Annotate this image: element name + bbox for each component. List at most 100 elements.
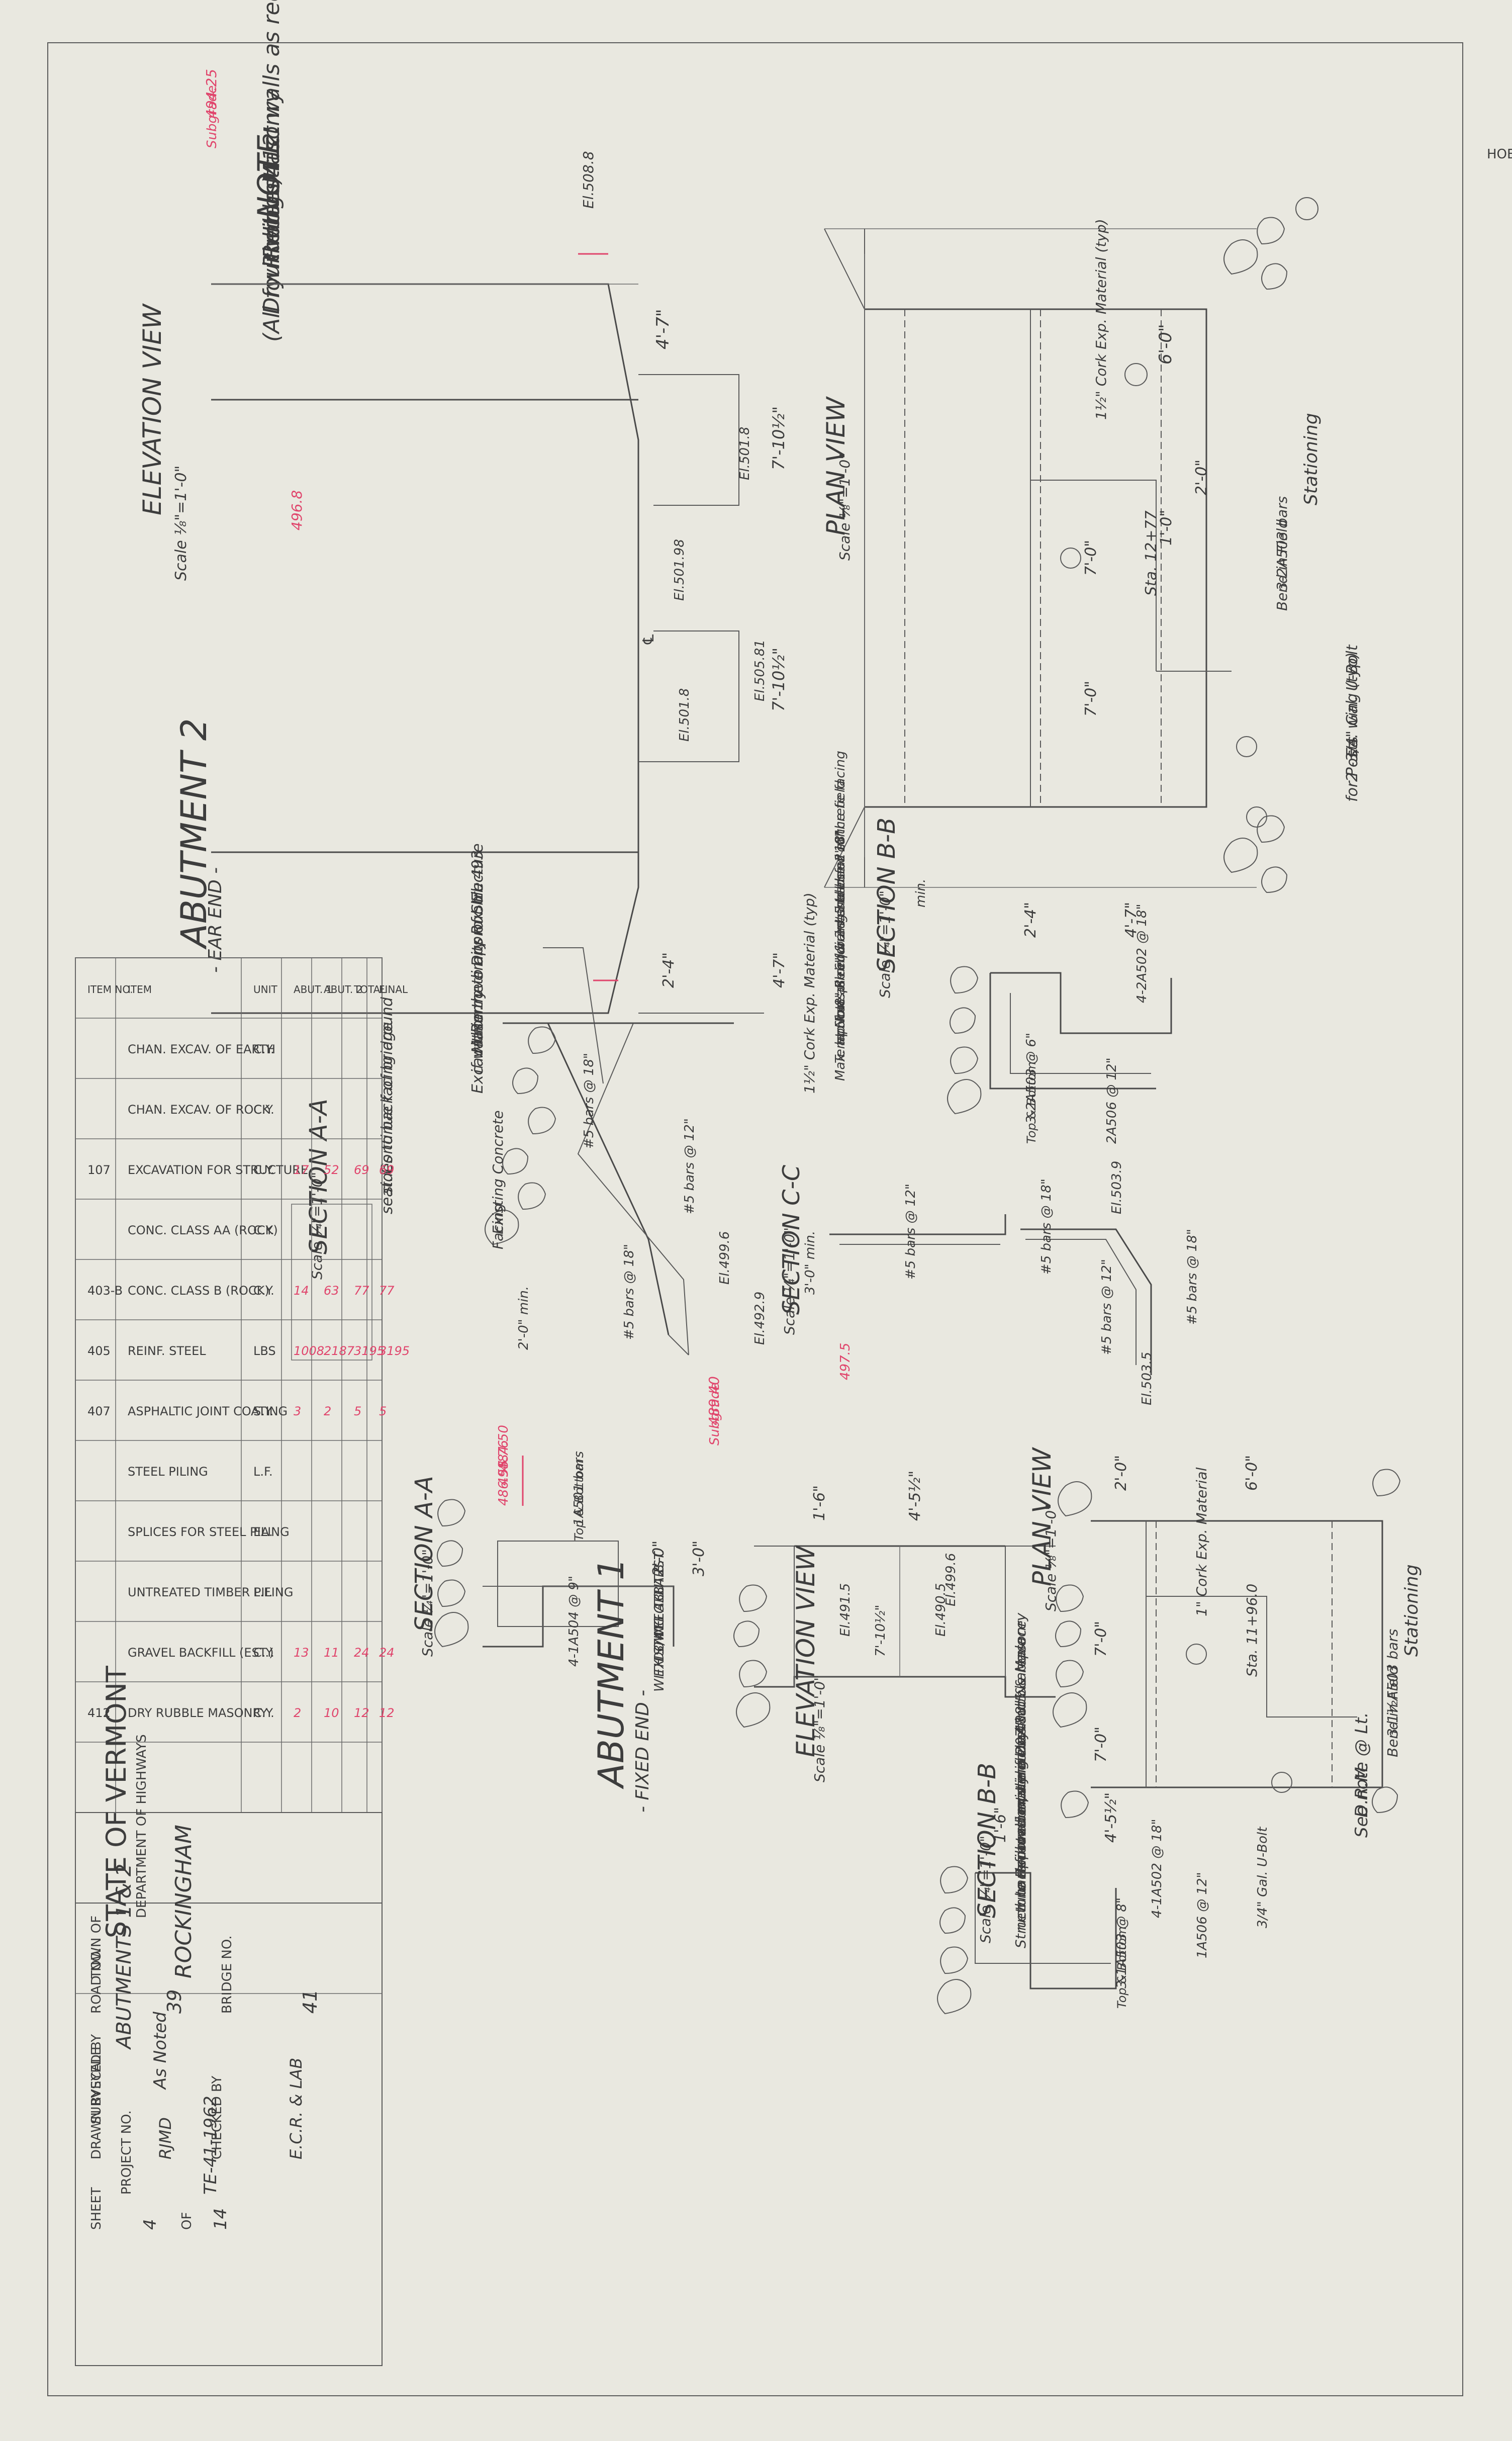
table-cell: 12 [379, 1706, 395, 1720]
red-elev-7: 498.76 [496, 1440, 511, 1486]
main-note-line-2: Reconstruct walls as req'd. [259, 0, 285, 259]
seccc-dim: 3'-0" min. [803, 1231, 818, 1295]
red-subgrade-2: Subgrade [707, 1383, 722, 1445]
plan1-title: PLAN VIEW [1027, 1447, 1057, 1586]
seccc-bar2: #5 bars @ 18" [1039, 1179, 1054, 1275]
el-elev2-1: El.501.8 [737, 427, 752, 480]
secbb2-title: SECTION B-B [873, 818, 901, 973]
abut1-title: ABUTMENT 1 [591, 1558, 632, 1789]
red-elev-2: 496.8 [289, 490, 305, 530]
elev1-scale: Scale ⅛"=1'-0" [811, 1675, 828, 1782]
section-bb-abut1: 1'-6" 4'-5½" 4-1A502 @ 18" 3-1A503 @ 8" … [937, 1763, 1270, 2015]
remove-left-3: if within the limits of Structure [469, 843, 487, 1073]
elevation-view-abut2: 4'-7" 7'-10½" 7'-10½" El.501.8 El.501.98… [138, 69, 928, 1014]
secaa2-el: El.499.6 [717, 1231, 732, 1285]
drm-note-1: D.R.M. [1352, 1761, 1372, 1818]
table-cell: C.Y. [253, 1284, 274, 1298]
table-cell: S.Y. [253, 1404, 273, 1418]
secbb1-dim-1-6: 1'-6" [992, 1807, 1009, 1843]
main-note-line-1: NOTE: [251, 125, 287, 219]
abut1-sub: - FIXED END - [632, 1690, 653, 1813]
table-cell: 403-B [87, 1284, 123, 1298]
table-cell: 2 [324, 1404, 331, 1418]
table-cell: REINF. STEEL [128, 1344, 206, 1358]
table-cell: ASPHALTIC JOINT COATING [128, 1404, 288, 1418]
table-cell: 77 [354, 1284, 369, 1298]
table-header-cell: TOTAL [353, 983, 386, 996]
secbb1-scale: Scale ¼"=1'-0" [977, 1836, 994, 1943]
secbb1-title: SECTION B-B [973, 1763, 1001, 1918]
table-cell: EA. [253, 1525, 273, 1539]
table-cell: 63 [324, 1284, 339, 1298]
table-header-cell: ABUT. 2 [324, 983, 362, 996]
secaa1-dim-3-0: 3'-0" [690, 1541, 708, 1576]
plan-view-abut1: 2'-0" 6'-0" 7'-0" 7'-0" 1" Cork Exp. Mat… [1012, 1447, 1422, 1948]
table-cell: 69 [354, 1163, 369, 1177]
table-cell: 11 [324, 1646, 339, 1660]
table-cell: L.F. [253, 1465, 273, 1479]
plan2-scale: Scale ⅛"=1'-0" [836, 453, 853, 561]
tb-sheet: 4 [140, 2219, 160, 2230]
red-elev-5: 497.5 [838, 1343, 853, 1380]
plan2-dim-2-0: 2'-0" [1193, 460, 1210, 495]
tb-drawn: RJMD [156, 2117, 175, 2159]
section-aa-abut1: 1A501 bars Top & Bottom 4-1A504 @ 9" 3'-… [410, 1425, 708, 1667]
secaa2-min: 2'-0" min. [516, 1286, 531, 1350]
main-note: NOTE: Reconstruct walls as req'd. with I… [251, 0, 287, 342]
plan1-stationing: Stationing [1401, 1564, 1422, 1657]
dowel-right-1: DOWEL TO A.B.T. [652, 1549, 667, 1662]
table-cell: 3195 [379, 1344, 410, 1358]
plan2-title: PLAN VIEW [821, 396, 850, 535]
plan2-sta: Sta. 12+77 [1143, 510, 1160, 596]
plan1-dim-7-0-a: 7'-0" [1092, 1621, 1110, 1657]
table-cell: 412 [87, 1706, 111, 1720]
tb-project-label: PROJECT NO. [119, 2110, 134, 2195]
tb-scale-label: SCALE [89, 2047, 104, 2089]
table-header-cell: ITEM NO. [87, 983, 133, 996]
margin-note: HOE [1487, 147, 1512, 162]
secbb2-dim-2-4: 2'-4" [1022, 902, 1040, 938]
red-subgrade-1: Subgrade [205, 85, 220, 148]
plan2-bend-2: Bend in Field [1274, 519, 1290, 611]
el-508: El.508.8 [580, 151, 597, 209]
secaa2-bar2: #5 bars @ 18" [582, 1053, 597, 1149]
secbb2-bar3: 3-2A503 @ 6" [1024, 1033, 1039, 1124]
dowel-right-2: EXISTING ABUT. [652, 1573, 667, 1677]
secbb2-dim-4-7: 4'-7" [1122, 902, 1140, 938]
plan2-cork: 1½" Cork Exp. Material (typ) [1093, 219, 1109, 420]
continue-facing-3: seat. [379, 1177, 396, 1214]
table-cell: C.Y. [253, 1042, 274, 1056]
secaa2-dim-2-4: 2'-4" [660, 952, 678, 988]
drm-note-2: See note @ Lt. [1352, 1712, 1372, 1838]
remove-right-3: thru removed material behind & above [1012, 1638, 1029, 1913]
table-cell: 405 [87, 1344, 111, 1358]
seccc-bar1: #5 bars @ 12" [903, 1184, 918, 1280]
red-elev-8: 486.55 [496, 1460, 511, 1506]
section-cc: #5 bars @ 12" #5 bars @ 18" #5 bars @ 12… [778, 1161, 1200, 1405]
plan1-sta: Sta. 11+96.0 [1244, 1584, 1260, 1677]
dim-7-10-elev2-a: 7'-10½" [769, 406, 788, 470]
seccc-scale: Scale ¼"=1'-0" [781, 1227, 798, 1335]
secaa1-bar1: 1A501 bars [572, 1451, 587, 1526]
secaa1-topbot: Top & Bottom [572, 1459, 586, 1541]
table-cell: 2187 [324, 1344, 355, 1358]
elev2-centerline: ℄ [640, 632, 657, 646]
bolt-note-1: 3/4" Gal. U-Bolt [1344, 644, 1361, 762]
table-header-cell: ABUT. 1 [294, 983, 332, 996]
seccc-bar4: #5 bars @ 18" [1185, 1229, 1200, 1325]
tb-of: 14 [211, 2208, 231, 2230]
secaa2-scale: Scale ¼"=1'-0" [309, 1172, 325, 1280]
secaa1-bar2: 4-1A504 @ 9" [566, 1576, 582, 1667]
remove-right-5: Structure Excavation, Item 207. [1012, 1724, 1029, 1948]
table-cell: C.Y. [253, 1223, 274, 1237]
secbb1-topbot: Top & Bottom [1115, 1926, 1129, 2009]
table-cell: 13 [294, 1646, 309, 1660]
bolt-note-2: 2 - Ea. wing (typ) [1344, 652, 1361, 782]
table-cell: 14 [294, 1284, 309, 1298]
table-cell: SPLICES FOR STEEL PILING [128, 1525, 290, 1539]
tb-bridge-label: BRIDGE NO. [220, 1935, 235, 2014]
elev1-title: ELEVATION VIEW [791, 1545, 820, 1757]
remove-left-4: Excavation. [469, 1006, 487, 1094]
